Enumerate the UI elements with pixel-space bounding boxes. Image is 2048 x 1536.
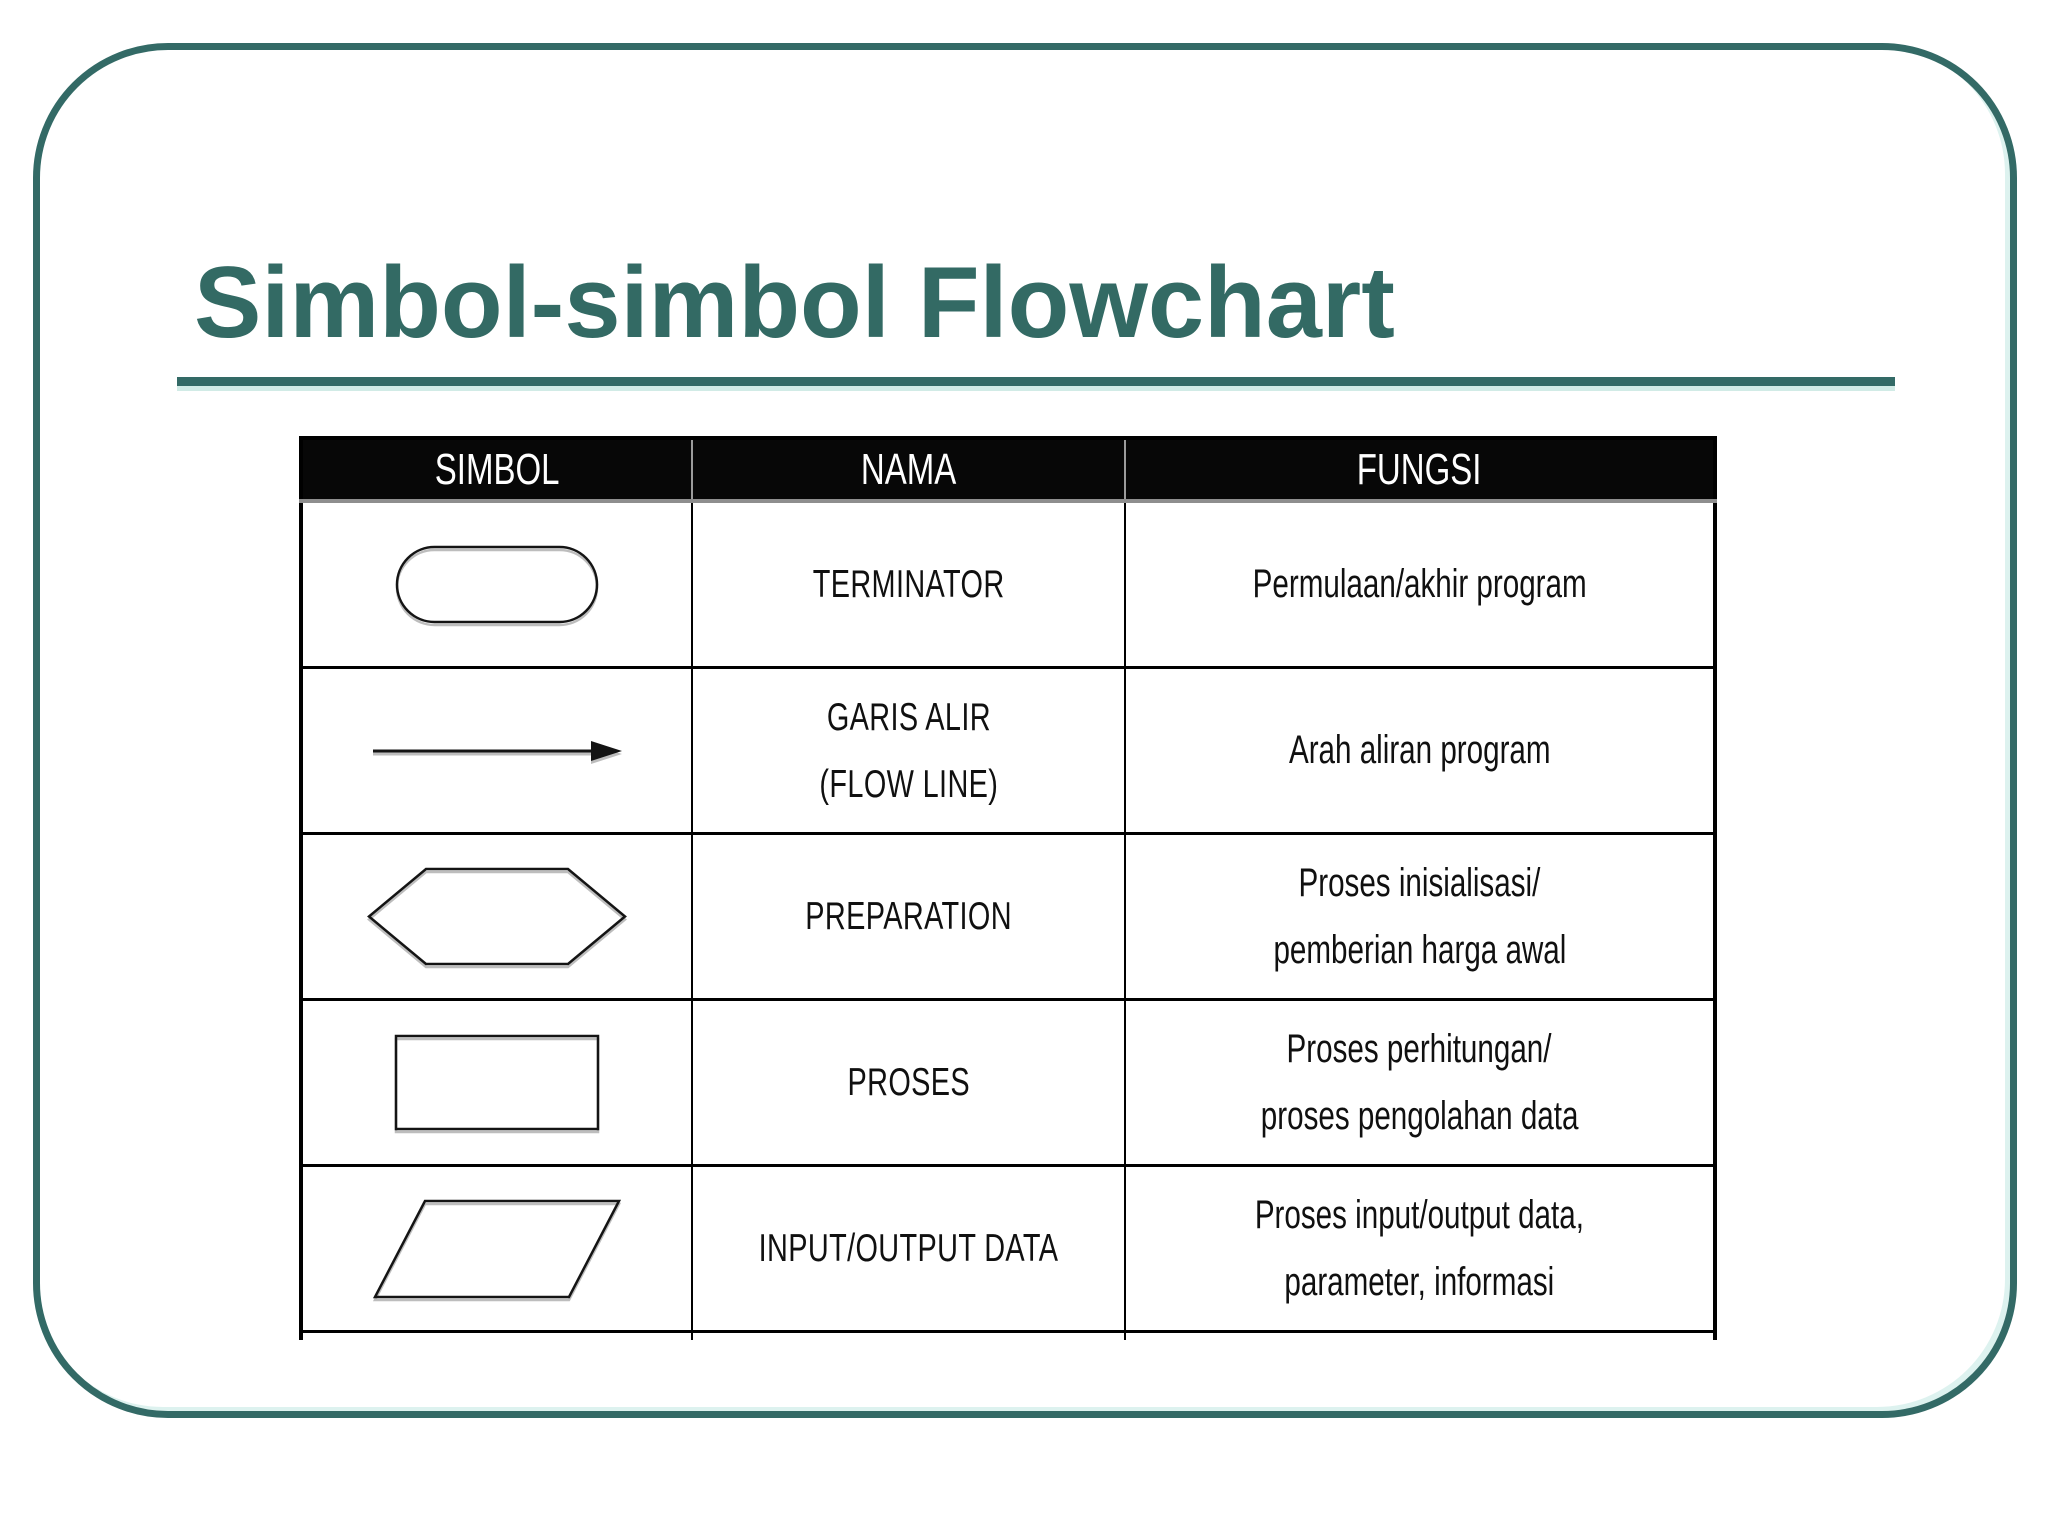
input-output-parallelogram-icon [303,1199,691,1299]
symbol-cell [299,832,693,1001]
nama-line: PREPARATION [805,895,1012,938]
fungsi-line: Arah aliran program [1288,728,1551,772]
column-header-nama: NAMA [691,436,1125,503]
column-header-fungsi: FUNGSI [1124,436,1717,503]
partial-cutoff-row [299,1330,1717,1340]
fungsi-line: proses pengolahan data [1260,1093,1579,1138]
partial-cell [691,1330,1126,1340]
nama-cell: GARIS ALIR (FLOW LINE) [691,666,1126,835]
fungsi-cell: Arah aliran program [1124,666,1717,835]
table-row: GARIS ALIR (FLOW LINE) Arah aliran program [299,666,1717,835]
nama-line: INPUT/OUTPUT DATA [758,1227,1059,1270]
fungsi-line: Proses perhitungan/ [1287,1026,1552,1071]
fungsi-line: Proses input/output data, [1254,1192,1585,1237]
table-row: PREPARATION Proses inisialisasi/pemberian… [299,832,1717,1001]
nama-cell: TERMINATOR [691,499,1126,669]
table-row: INPUT/OUTPUT DATA Proses input/output dat… [299,1164,1717,1333]
fungsi-line: Proses inisialisasi/ [1298,860,1541,905]
fungsi-cell: Proses inisialisasi/pemberian harga awal [1124,832,1717,1001]
nama-line: (FLOW LINE) [819,762,998,806]
title-underline [177,377,1895,386]
slide-title: Simbol-simbol Flowchart [194,247,1395,359]
symbol-cell [299,998,693,1167]
process-rectangle-icon [303,1034,691,1131]
flow-line-arrow-icon [303,734,691,768]
terminator-shape-icon [303,545,691,624]
nama-cell: PREPARATION [691,832,1126,1001]
symbol-cell [299,666,693,835]
nama-line: PROSES [847,1061,970,1104]
nama-line: TERMINATOR [812,563,1005,606]
fungsi-cell: Permulaan/akhir program [1124,499,1717,669]
fungsi-line: parameter, informasi [1284,1259,1555,1304]
fungsi-cell: Proses input/output data, parameter, info… [1124,1164,1717,1333]
slide-border-frame [33,43,2017,1418]
fungsi-cell: Proses perhitungan/proses pengolahan dat… [1124,998,1717,1167]
symbol-cell [299,1164,693,1333]
fungsi-line: pemberian harga awal [1273,927,1566,972]
partial-cell [299,1330,693,1340]
table-row: TERMINATOR Permulaan/akhir program [299,499,1717,669]
table-header-row: SIMBOL NAMA FUNGSI [299,436,1717,503]
table-row: PROSES Proses perhitungan/proses pengolah… [299,998,1717,1167]
partial-cell [1124,1330,1717,1340]
flowchart-symbol-table: SIMBOL NAMA FUNGSI TERMINATOR Permulaan/a… [299,436,1717,1340]
nama-cell: PROSES [691,998,1126,1167]
nama-cell: INPUT/OUTPUT DATA [691,1164,1126,1333]
nama-line: GARIS ALIR [826,695,991,739]
symbol-cell [299,499,693,669]
column-header-simbol: SIMBOL [299,436,692,503]
fungsi-line: Permulaan/akhir program [1252,562,1587,606]
preparation-hexagon-icon [303,867,691,966]
